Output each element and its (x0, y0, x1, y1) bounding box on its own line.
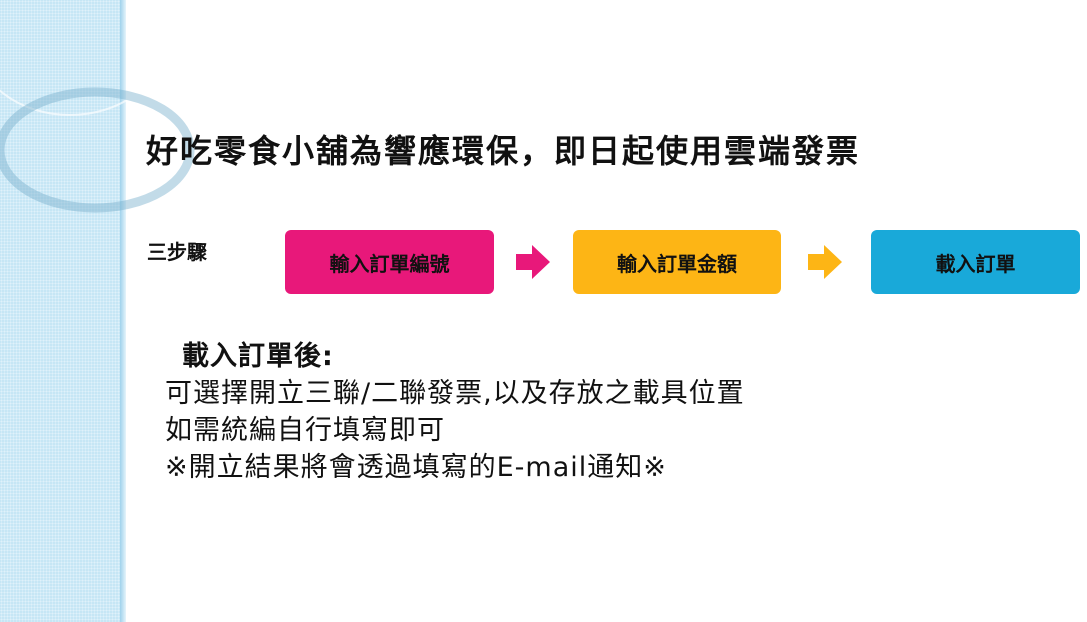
instruction-line: 可選擇開立三聯/二聯發票,以及存放之載具位置 (165, 378, 745, 409)
instructions: 載入訂單後: 可選擇開立三聯/二聯發票,以及存放之載具位置 如需統編自行填寫即可… (165, 338, 745, 486)
step-enter-order-number: 輸入訂單編號 (285, 230, 494, 294)
instruction-line: 如需統編自行填寫即可 (165, 415, 445, 446)
step-load-order: 載入訂單 (871, 230, 1080, 294)
instruction-line: ※開立結果將會透過填寫的E-mail通知※ (165, 452, 667, 483)
step-enter-order-amount: 輸入訂單金額 (573, 230, 781, 294)
page-title: 好吃零食小舖為響應環保，即日起使用雲端發票 (146, 132, 861, 170)
side-band-edge (120, 0, 126, 622)
arrow-right-icon (516, 245, 550, 279)
steps-label: 三步驟 (147, 240, 207, 264)
decorative-curves (0, 0, 195, 213)
instructions-heading: 載入訂單後: (182, 341, 334, 372)
arrow-right-icon (808, 245, 842, 279)
